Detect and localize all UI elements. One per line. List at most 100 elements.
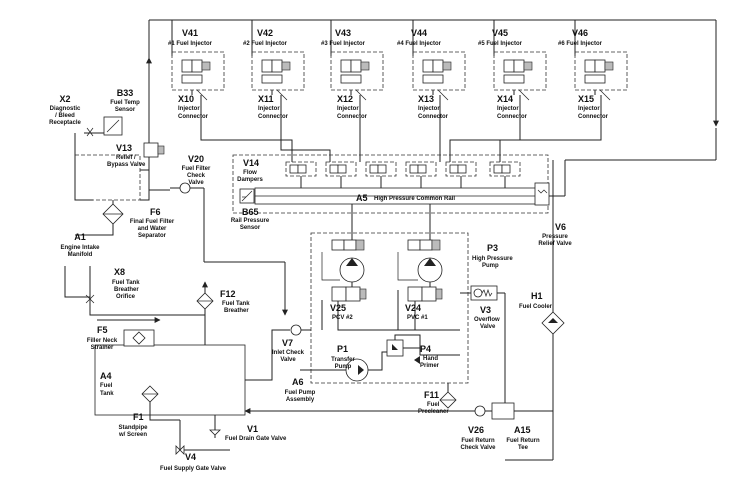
damper-chamber-b <box>377 164 387 174</box>
injector-connector-lead <box>518 89 530 101</box>
damper-chamber-a <box>369 164 379 174</box>
damper-outline <box>405 161 437 177</box>
flow-damper-5 <box>445 161 477 188</box>
a4-label-2: Tank <box>100 391 114 397</box>
p4-label-1: Hand <box>423 356 438 362</box>
x13-label-2: Connector <box>418 114 449 120</box>
flow-damper-3 <box>365 161 397 188</box>
damper-chamber-b <box>297 164 307 174</box>
f11-label-1: Fuel <box>427 402 440 408</box>
damper-chamber-a <box>289 164 299 174</box>
x8-code: X8 <box>114 267 125 277</box>
pressure-control-valves <box>321 282 460 331</box>
overflow-valve <box>460 285 506 410</box>
x14-label-1: Injector <box>497 106 519 112</box>
injector-solenoid <box>201 61 211 71</box>
x10-label-2: Connector <box>178 114 209 120</box>
flow-damper-1 <box>285 161 317 188</box>
fuel-pump-assembly <box>310 232 469 384</box>
v26-label-2: Check Valve <box>460 445 496 451</box>
v46-label: #6 Fuel Injector <box>558 41 603 47</box>
injector-connector-lead <box>276 89 288 101</box>
v3-label-1: Overflow <box>474 317 500 323</box>
x10-code: X10 <box>178 94 194 104</box>
f5-label-2: Strainer <box>91 345 114 351</box>
b33-label-1: Fuel Temp <box>110 100 140 106</box>
v1-code: V1 <box>247 424 258 434</box>
injector-port-b <box>432 59 444 73</box>
injector-outline <box>171 51 225 91</box>
x15-label-2: Connector <box>578 114 609 120</box>
damper-chamber-a <box>449 164 459 174</box>
v44-label: #4 Fuel Injector <box>397 41 442 47</box>
b33-code: B33 <box>117 88 134 98</box>
damper-outline <box>325 161 357 177</box>
injector-port-a <box>181 59 193 73</box>
damper-outline <box>445 161 477 177</box>
v20-label-2: Check <box>187 173 206 179</box>
x13-code: X13 <box>418 94 434 104</box>
a15-label-2: Tee <box>518 445 529 451</box>
injector-connector-lead <box>196 89 208 101</box>
v13-label-2: Bypass Valve <box>107 162 146 168</box>
f1-label-2: w/ Screen <box>118 432 147 438</box>
x2-code: X2 <box>59 94 70 104</box>
x12-label-2: Connector <box>337 114 368 120</box>
damper-outline <box>285 161 317 177</box>
injector-solenoid <box>281 61 291 71</box>
b65-code: B65 <box>242 207 259 217</box>
injector-connector-lead <box>437 89 449 101</box>
v3-code: V3 <box>480 305 491 315</box>
v4-code: V4 <box>185 452 196 462</box>
a5-code: A5 <box>356 193 368 203</box>
f6-label-3: Separator <box>138 233 167 239</box>
injector-port-a <box>422 59 434 73</box>
x2-label-3: Receptacle <box>49 120 81 126</box>
v6-code: V6 <box>555 222 566 232</box>
v45-code: V45 <box>492 28 508 38</box>
damper-chamber-b <box>417 164 427 174</box>
v24-label: PVC #1 <box>407 315 428 321</box>
f5-label-1: Filler Neck <box>87 338 118 344</box>
injector-outline <box>412 51 466 91</box>
damper-chamber-b <box>337 164 347 174</box>
flow-damper-6 <box>489 161 521 188</box>
v43-label: #3 Fuel Injector <box>321 41 366 47</box>
injector-nozzle-block <box>584 74 606 84</box>
b65-label-2: Sensor <box>240 225 261 231</box>
v44-code: V44 <box>411 28 427 38</box>
fuel-injector-1 <box>171 51 225 101</box>
h1-label: Fuel Cooler <box>519 304 553 310</box>
return-path <box>244 160 565 461</box>
a1-label-2: Manifold <box>68 252 93 258</box>
v6-label-2: Relief Valve <box>538 241 572 247</box>
p1-label-1: Transfer <box>331 357 355 363</box>
a15-label-1: Fuel Return <box>506 438 540 444</box>
v25-code: V25 <box>330 303 346 313</box>
injector-port-a <box>503 59 515 73</box>
f12-label-2: Breather <box>224 308 249 314</box>
v4-label: Fuel Supply Gate Valve <box>160 466 227 472</box>
injector-connector-lead <box>355 89 367 101</box>
damper-chamber-b <box>501 164 511 174</box>
x11-code: X11 <box>258 94 274 104</box>
damper-chamber-b <box>457 164 467 174</box>
injector-outline <box>574 51 628 91</box>
flow-dampers <box>285 161 521 188</box>
v20-label-1: Fuel Filter <box>182 166 211 172</box>
p3-code: P3 <box>487 243 498 253</box>
f6-label-2: and Water <box>138 226 167 232</box>
fuel-injector-4 <box>412 51 466 101</box>
v41-label: #1 Fuel Injector <box>168 41 213 47</box>
damper-outline <box>365 161 397 177</box>
v26-label-1: Fuel Return <box>461 438 495 444</box>
x15-code: X15 <box>578 94 594 104</box>
f12-label-1: Fuel Tank <box>222 301 250 307</box>
injector-solenoid <box>360 61 370 71</box>
f6-label-1: Final Fuel Filter <box>130 219 175 225</box>
flow-damper-2 <box>325 161 357 188</box>
injector-outline <box>493 51 547 91</box>
x8-label-1: Fuel Tank <box>112 280 140 286</box>
v20-code: V20 <box>188 154 204 164</box>
p3-label-2: Pump <box>482 263 499 269</box>
